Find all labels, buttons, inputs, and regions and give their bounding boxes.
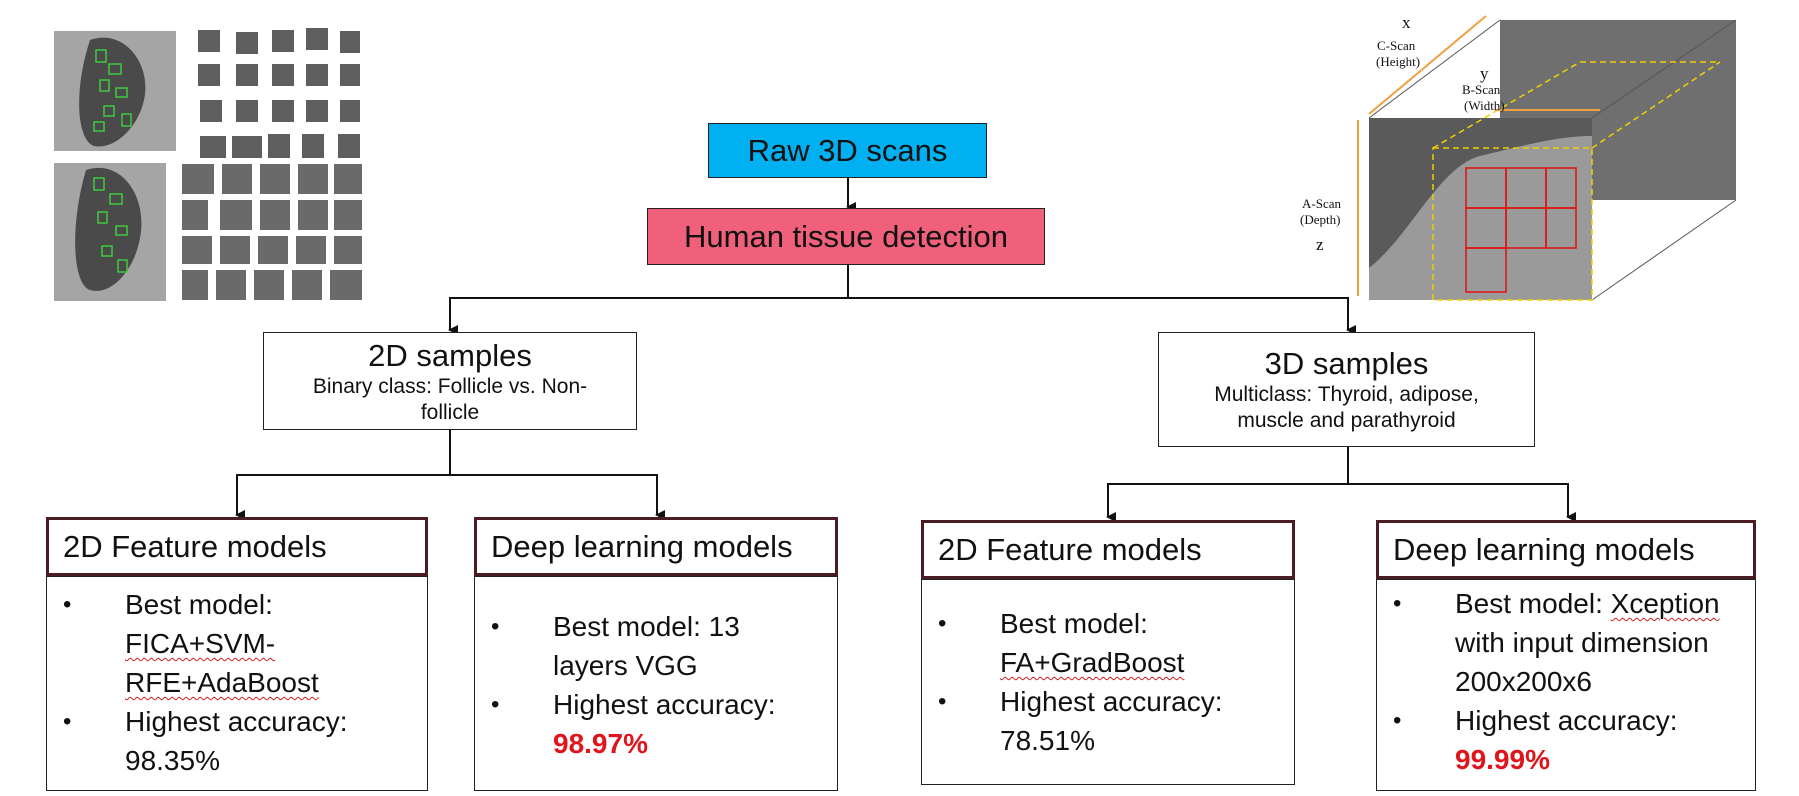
panel-1-best-value-1: FICA+SVM- bbox=[125, 628, 276, 659]
cscan-sub-label: (Height) bbox=[1376, 54, 1420, 69]
panel-3-title-label: 2D Feature models bbox=[938, 531, 1202, 567]
panel-deep-learning-2d-title: Deep learning models bbox=[474, 517, 838, 576]
panel-4-best-value-3: 200x200x6 bbox=[1455, 666, 1593, 697]
panel-2-best-model-item: Best model: 13 layers VGG bbox=[491, 607, 827, 685]
scan-volume-diagram: x C-Scan (Height) y B-Scan (Width) A-Sca… bbox=[1290, 6, 1740, 306]
panel-deep-learning-2d-content: Best model: 13 layers VGG Highest accura… bbox=[474, 576, 838, 791]
panel-2-accuracy-item: Highest accuracy: 98.97% bbox=[491, 685, 827, 763]
2d-samples-desc-1: Binary class: Follicle vs. Non- bbox=[312, 375, 588, 398]
2d-samples-title: 2D samples bbox=[368, 338, 532, 373]
panel-2-title-label: Deep learning models bbox=[491, 528, 793, 564]
panel-2-best-value: layers VGG bbox=[553, 650, 698, 681]
ascan-sub-label: (Depth) bbox=[1300, 212, 1340, 227]
human-tissue-detection-label: Human tissue detection bbox=[684, 218, 1008, 254]
bscan-sub-label: (Width) bbox=[1464, 98, 1505, 113]
panel-2d-feature-models-title: 2D Feature models bbox=[46, 517, 428, 576]
2d-samples-box: 2D samples Binary class: Follicle vs. No… bbox=[263, 332, 637, 430]
panel-4-best-prefix: Best model: bbox=[1455, 588, 1611, 619]
cscan-label: C-Scan bbox=[1377, 38, 1416, 53]
panel-2-best-label: Best model: 13 bbox=[553, 611, 740, 642]
panel-2-accuracy-value: 98.97% bbox=[553, 728, 648, 759]
scan-volume-image: x C-Scan (Height) y B-Scan (Width) A-Sca… bbox=[1300, 13, 1737, 301]
panel-2d-feature-models-3d-title: 2D Feature models bbox=[921, 520, 1295, 579]
panel-4-accuracy-value: 99.99% bbox=[1455, 744, 1550, 775]
panel-3-accuracy-item: Highest accuracy: 78.51% bbox=[938, 682, 1284, 760]
panel-deep-learning-3d-content: Best model: Xception with input dimensio… bbox=[1376, 579, 1756, 791]
2d-samples-desc-2: follicle bbox=[420, 401, 480, 424]
panel-3-best-value: FA+GradBoost bbox=[1000, 647, 1185, 678]
panel-1-best-label: Best model: bbox=[125, 589, 273, 620]
panel-deep-learning-3d-title: Deep learning models bbox=[1376, 520, 1756, 579]
panel-1-title-label: 2D Feature models bbox=[63, 528, 327, 564]
panel-1-accuracy-item: Highest accuracy: 98.35% bbox=[63, 702, 417, 780]
panel-1-best-model-item: Best model: FICA+SVM- RFE+AdaBoost bbox=[63, 585, 417, 702]
3d-samples-desc-1: Multiclass: Thyroid, adipose, bbox=[1214, 382, 1479, 406]
panel-4-title-label: Deep learning models bbox=[1393, 531, 1695, 567]
raw-3d-scans-box: Raw 3D scans bbox=[708, 123, 987, 178]
3d-samples-title: 3D samples bbox=[1264, 345, 1429, 381]
panel-1-accuracy-value: 98.35% bbox=[125, 745, 220, 776]
axis-y-label: y bbox=[1480, 64, 1489, 83]
panel-4-accuracy-label: Highest accuracy: bbox=[1455, 705, 1678, 736]
panel-4-accuracy-item: Highest accuracy: 99.99% bbox=[1393, 701, 1745, 779]
panel-3-best-label: Best model: bbox=[1000, 608, 1148, 639]
raw-3d-scans-label: Raw 3D scans bbox=[747, 132, 948, 168]
tissue-patches-illustration bbox=[54, 28, 366, 302]
3d-samples-desc-2: muscle and parathyroid bbox=[1237, 408, 1456, 432]
panel-4-best-model-item: Best model: Xception with input dimensio… bbox=[1393, 584, 1745, 701]
axis-x-label: x bbox=[1402, 13, 1411, 32]
panel-2d-feature-models-3d-content: Best model: FA+GradBoost Highest accurac… bbox=[921, 579, 1295, 785]
panel-4-best-model-name: Xception bbox=[1610, 588, 1720, 619]
bscan-label: B-Scan bbox=[1462, 82, 1501, 97]
human-tissue-detection-box: Human tissue detection bbox=[647, 208, 1045, 265]
axis-z-label: z bbox=[1316, 235, 1324, 254]
panel-4-best-value-2: with input dimension bbox=[1455, 627, 1709, 658]
panel-2-accuracy-label: Highest accuracy: bbox=[553, 689, 776, 720]
tissue-patches-image bbox=[54, 28, 362, 301]
3d-samples-box: 3D samples Multiclass: Thyroid, adipose,… bbox=[1158, 332, 1535, 447]
panel-3-accuracy-label: Highest accuracy: bbox=[1000, 686, 1223, 717]
panel-2d-feature-models-content: Best model: FICA+SVM- RFE+AdaBoost Highe… bbox=[46, 576, 428, 791]
panel-1-best-value-2: RFE+AdaBoost bbox=[125, 667, 319, 698]
panel-3-best-model-item: Best model: FA+GradBoost bbox=[938, 604, 1284, 682]
ascan-label: A-Scan bbox=[1302, 196, 1341, 211]
panel-1-accuracy-label: Highest accuracy: bbox=[125, 706, 348, 737]
panel-3-accuracy-value: 78.51% bbox=[1000, 725, 1095, 756]
